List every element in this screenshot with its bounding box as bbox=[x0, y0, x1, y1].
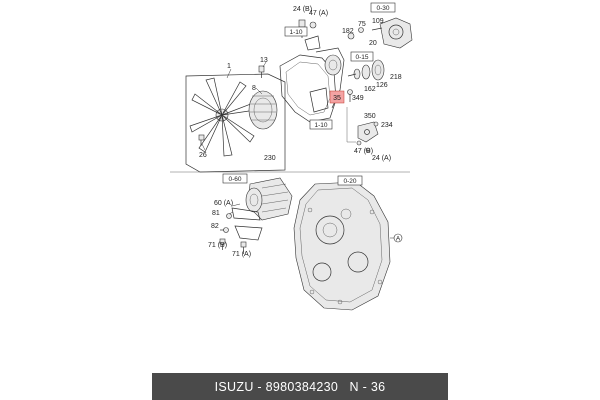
fan-frame bbox=[185, 73, 286, 173]
belt-cover-assembly bbox=[279, 47, 345, 123]
svg-text:0-20: 0-20 bbox=[343, 178, 356, 185]
washer-47a bbox=[309, 21, 317, 29]
washer-47b bbox=[356, 140, 362, 146]
bolt-82 bbox=[223, 227, 229, 233]
part-number: 8980384230 bbox=[265, 379, 339, 394]
fan-bolt-13 bbox=[258, 65, 265, 78]
part-info-bar: ISUZU - 8980384230 N - 36 bbox=[152, 373, 448, 400]
callout-60a[interactable]: 60 (A) bbox=[214, 200, 233, 207]
callout-24b[interactable]: 24 (B) bbox=[293, 6, 312, 13]
brand-label: ISUZU bbox=[214, 379, 254, 394]
ref-box-0-20[interactable]: 0-20 bbox=[337, 175, 363, 186]
bolt-234 bbox=[373, 121, 379, 127]
bolt-349 bbox=[347, 89, 353, 95]
fan-blades bbox=[189, 77, 257, 157]
bolt-24b bbox=[298, 19, 306, 28]
svg-text:0-60: 0-60 bbox=[228, 176, 241, 183]
nut-24a bbox=[365, 147, 371, 153]
callout-26[interactable]: 26 bbox=[199, 152, 207, 159]
belt-cover bbox=[279, 54, 337, 123]
ref-box-0-15[interactable]: 0-15 bbox=[350, 51, 374, 62]
ref-marker-a[interactable]: A bbox=[393, 233, 403, 243]
callout-350[interactable]: 350 bbox=[364, 113, 376, 120]
alternator-assembly bbox=[219, 177, 293, 254]
callout-47b[interactable]: 47 (B) bbox=[354, 148, 373, 155]
callout-24a[interactable]: 24 (A) bbox=[372, 155, 391, 162]
diagram-page-ref: N - 36 bbox=[349, 379, 386, 394]
nut-75 bbox=[358, 27, 364, 33]
svg-text:A: A bbox=[396, 236, 401, 243]
callout-75[interactable]: 75 bbox=[358, 21, 366, 28]
bracket-top bbox=[304, 35, 321, 51]
svg-text:0-30: 0-30 bbox=[376, 5, 389, 12]
top-hardware bbox=[298, 19, 364, 51]
callout-1[interactable]: 1 bbox=[227, 63, 231, 70]
callout-234[interactable]: 234 bbox=[381, 122, 393, 129]
callout-182-top[interactable]: 182 bbox=[342, 28, 354, 35]
alternator-pulley bbox=[245, 187, 263, 213]
callout-126[interactable]: 126 bbox=[376, 82, 388, 89]
cover-bracket bbox=[309, 87, 329, 113]
pump-housing bbox=[371, 17, 413, 49]
spacer-126 bbox=[353, 68, 361, 80]
bolt-182 bbox=[347, 32, 355, 40]
svg-text:1-10: 1-10 bbox=[289, 29, 302, 36]
idler-pulley bbox=[324, 54, 342, 76]
callout-162[interactable]: 162 bbox=[364, 86, 376, 93]
fan-assembly bbox=[185, 61, 286, 173]
bolt-71a bbox=[240, 241, 247, 248]
callout-8[interactable]: 8 bbox=[252, 85, 256, 92]
callout-13[interactable]: 13 bbox=[260, 57, 268, 64]
callout-109[interactable]: 109 bbox=[372, 18, 384, 25]
alternator-bracket bbox=[234, 225, 263, 241]
fan-clutch bbox=[248, 90, 278, 130]
tensioner-bracket bbox=[346, 107, 379, 153]
callout-218[interactable]: 218 bbox=[390, 74, 402, 81]
callout-230[interactable]: 230 bbox=[264, 155, 276, 162]
callout-labels: 1 13 8 26 230 24 (B) 47 (A) 75 109 182 2… bbox=[199, 6, 402, 258]
callout-81[interactable]: 81 bbox=[212, 210, 220, 217]
highlighted-part-35[interactable]: 35 bbox=[329, 90, 345, 104]
adjusting-plate bbox=[231, 207, 261, 221]
brand-separator: - bbox=[253, 379, 266, 394]
ref-box-0-30[interactable]: 0-30 bbox=[370, 2, 396, 13]
footer-gap bbox=[338, 380, 349, 394]
pulley-218 bbox=[371, 59, 385, 81]
callout-20[interactable]: 20 bbox=[369, 40, 377, 47]
callout-47a-top[interactable]: 47 (A) bbox=[309, 10, 328, 17]
ref-box-1-10-top[interactable]: 1-10 bbox=[284, 26, 308, 37]
bearing-162 bbox=[361, 64, 371, 80]
fan-bolt-26 bbox=[198, 134, 205, 146]
svg-text:35: 35 bbox=[333, 95, 341, 102]
pulley-assembly bbox=[347, 59, 385, 102]
ref-box-0-60[interactable]: 0-60 bbox=[222, 173, 248, 184]
timing-gear-case bbox=[293, 181, 394, 311]
callout-82[interactable]: 82 bbox=[211, 223, 219, 230]
callout-71a[interactable]: 71 (A) bbox=[232, 251, 251, 258]
svg-text:1-10: 1-10 bbox=[314, 122, 327, 129]
callout-71b[interactable]: 71 (B) bbox=[208, 242, 227, 249]
ref-box-1-10-bottom[interactable]: 1-10 bbox=[309, 119, 333, 130]
callout-349[interactable]: 349 bbox=[352, 95, 364, 102]
svg-text:0-15: 0-15 bbox=[355, 54, 368, 61]
